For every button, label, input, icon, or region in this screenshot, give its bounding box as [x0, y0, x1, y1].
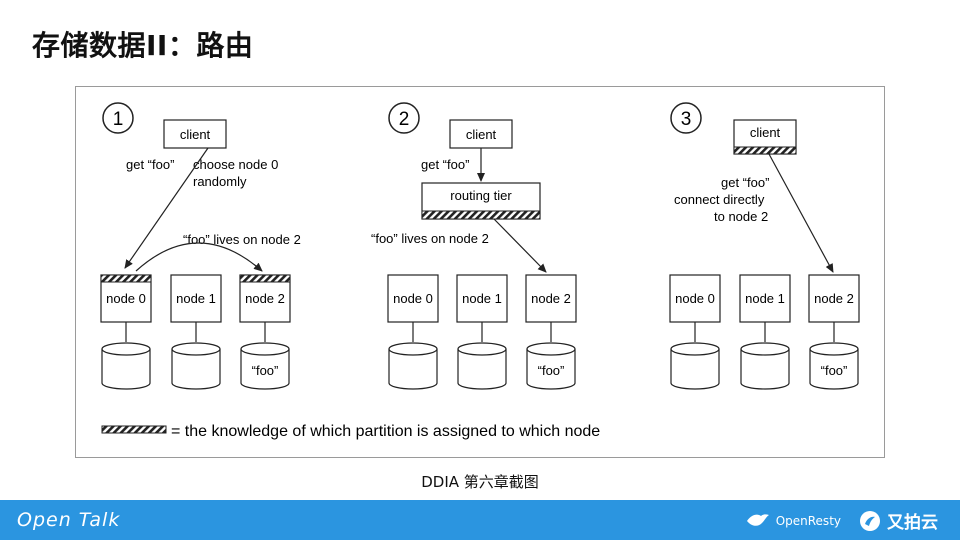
client-label: client: [750, 125, 781, 140]
disk-foo-label: “foo”: [252, 363, 279, 378]
node-2-label: node 2: [245, 291, 285, 306]
node-0-label: node 0: [393, 291, 433, 306]
footer-brands: OpenResty 又拍云: [746, 508, 938, 533]
get-foo-label: get “foo”: [421, 157, 469, 172]
step-2: 2 client get “foo” routing tier “foo” li…: [371, 102, 577, 390]
lives-on-label: “foo” lives on node 2: [371, 231, 489, 246]
step-number: 1: [113, 109, 124, 130]
client-label: client: [180, 127, 211, 142]
routing-tier-label: routing tier: [450, 188, 512, 203]
disk-node-1: [171, 342, 221, 390]
disk-node-2: [526, 342, 576, 390]
footer-bar: Open Talk OpenResty 又拍云: [0, 500, 960, 540]
node-0-label: node 0: [106, 291, 146, 306]
disk-node-0: [101, 342, 151, 390]
legend-hatch-swatch: [101, 425, 167, 434]
node-1-label: node 1: [745, 291, 785, 306]
slide-title: 存储数据II：路由: [32, 29, 254, 62]
hatch-bar: [100, 274, 152, 283]
disk-node-1: [457, 342, 507, 390]
client-box: [163, 119, 227, 149]
step-number: 2: [399, 109, 410, 130]
route-arrow: [493, 218, 547, 273]
legend: = the knowledge of which partition is as…: [101, 423, 600, 440]
step-number: 3: [681, 109, 692, 130]
node-2-label: node 2: [814, 291, 854, 306]
disk-foo-label: “foo”: [821, 363, 848, 378]
hatch-bar: [421, 210, 541, 220]
disk-node-0: [388, 342, 438, 390]
node-1-label: node 1: [176, 291, 216, 306]
node-1-label: node 1: [462, 291, 502, 306]
step-number-circle: [388, 102, 420, 134]
step-number-circle: [670, 102, 702, 134]
node-1-box: [739, 274, 791, 323]
randomly-label: randomly: [193, 174, 247, 189]
figure-caption: DDIA 第六章截图: [421, 473, 539, 491]
request-arrow: [124, 147, 209, 269]
disk-node-1: [740, 342, 790, 390]
node-2-box: [239, 274, 291, 323]
client-box: [449, 119, 513, 149]
get-foo-label: get “foo”: [721, 175, 769, 190]
figure: 1 client get “foo” choose node 0 randoml…: [75, 86, 885, 458]
brand-openresty: OpenResty: [775, 513, 841, 528]
legend-text: = the knowledge of which partition is as…: [171, 423, 600, 440]
step-1: 1 client get “foo” choose node 0 randoml…: [100, 102, 301, 390]
connect-directly-label: connect directly: [674, 192, 765, 207]
node-2-box: [525, 274, 577, 323]
node-1-box: [170, 274, 222, 323]
get-foo-label: get “foo”: [126, 157, 174, 172]
node-2-box: [808, 274, 860, 323]
partition-routing-diagram: 1 client get “foo” choose node 0 randoml…: [100, 102, 860, 440]
hatch-bar: [239, 274, 291, 283]
to-node-label: to node 2: [714, 209, 768, 224]
node-2-label: node 2: [531, 291, 571, 306]
choose-node-label: choose node 0: [193, 157, 278, 172]
disk-node-2: [809, 342, 859, 390]
disk-node-0: [670, 342, 720, 390]
hatch-bar: [733, 146, 797, 155]
lives-on-label: “foo” lives on node 2: [183, 232, 301, 247]
step-3: 3 client get “foo” connect directly to n…: [669, 102, 860, 390]
disk-foo-label: “foo”: [538, 363, 565, 378]
footer-open-talk: Open Talk: [17, 509, 121, 531]
client-label: client: [466, 127, 497, 142]
step-number-circle: [102, 102, 134, 134]
forward-arrow: [135, 242, 263, 272]
upyun-logo-icon: [860, 510, 880, 531]
disk-node-2: [240, 342, 290, 390]
node-0-label: node 0: [675, 291, 715, 306]
node-0-box: [669, 274, 721, 323]
node-1-box: [456, 274, 508, 323]
bird-logo-icon: [746, 513, 769, 526]
brand-upyun: 又拍云: [887, 513, 938, 533]
direct-arrow: [768, 153, 834, 273]
